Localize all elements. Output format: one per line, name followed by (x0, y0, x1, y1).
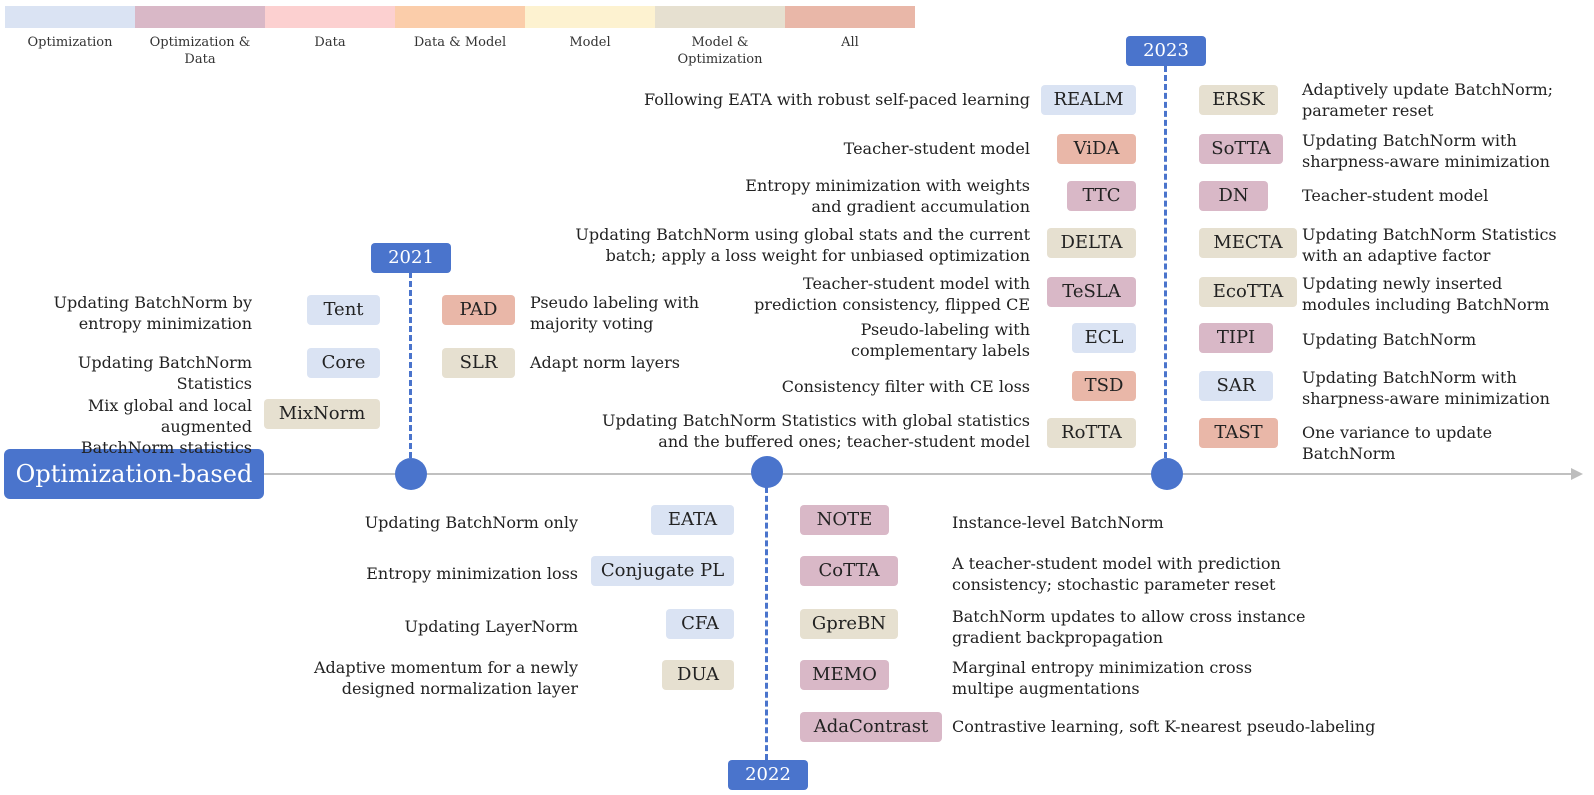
method-desc-ersk: Adaptively update BatchNorm; parameter r… (1302, 80, 1554, 120)
timeline-axis (250, 473, 1575, 475)
method-desc-cfa: Updating LayerNorm (404, 617, 578, 636)
legend-swatch-all (785, 6, 915, 28)
method-desc-tast: One variance to update BatchNorm (1302, 423, 1493, 463)
method-tag-slr: SLR (442, 348, 515, 378)
legend-swatch-optimization (5, 6, 135, 28)
method-tag-dn: DN (1199, 181, 1268, 211)
method-desc-ttc: Entropy minimization with weights and gr… (745, 176, 1030, 216)
method-tag-gprebn: GpreBN (800, 609, 898, 639)
method-tag-dua: DUA (662, 660, 734, 690)
method-desc-dn: Teacher-student model (1302, 186, 1489, 205)
method-desc-tent: Updating BatchNorm by entropy minimizati… (53, 293, 253, 333)
method-tag-tsd: TSD (1072, 371, 1136, 401)
legend-label-data-model: Data & Model (413, 35, 507, 50)
method-desc-ecl: Pseudo-labeling with complementary label… (851, 320, 1030, 360)
method-desc-core: Updating BatchNorm Statistics (77, 353, 252, 393)
method-desc-mecta: Updating BatchNorm Statistics with an ad… (1302, 225, 1557, 265)
method-desc-tipi: Updating BatchNorm (1302, 330, 1477, 349)
method-tag-mecta: MECTA (1199, 228, 1297, 258)
method-tag-note: NOTE (800, 505, 889, 535)
year-2023-label: 2023 (1126, 36, 1206, 66)
legend-swatch-optimization-data (135, 6, 265, 28)
year-2022-connector (765, 487, 768, 760)
method-tag-ttc: TTC (1067, 181, 1136, 211)
method-tag-tesla: TeSLA (1047, 277, 1136, 307)
method-desc-slr: Adapt norm layers (530, 353, 680, 372)
year-2023-dot (1151, 458, 1183, 490)
method-tag-conjugate-pl: Conjugate PL (591, 556, 734, 586)
method-tag-pad: PAD (442, 295, 515, 325)
method-desc-sotta: Updating BatchNorm with sharpness-aware … (1302, 131, 1550, 171)
method-desc-sar: Updating BatchNorm with sharpness-aware … (1302, 368, 1550, 408)
timeline-arrow-icon (1571, 468, 1583, 480)
method-tag-eata: EATA (651, 505, 734, 535)
legend-swatch-data-model (395, 6, 525, 28)
legend-label-optimization: Optimization (27, 35, 113, 50)
method-tag-tent: Tent (307, 295, 380, 325)
method-tag-cfa: CFA (666, 609, 734, 639)
method-tag-memo: MEMO (800, 660, 889, 690)
year-2021-dot (395, 458, 427, 490)
legend-swatch-model (525, 6, 655, 28)
method-desc-eata: Updating BatchNorm only (364, 513, 578, 532)
year-2022-label: 2022 (728, 760, 808, 790)
year-2021-connector (409, 272, 412, 458)
method-tag-rotta: RoTTA (1047, 418, 1136, 448)
method-desc-vida: Teacher-student model (843, 139, 1030, 158)
method-tag-ecotta: EcoTTA (1199, 277, 1297, 307)
method-desc-tsd: Consistency filter with CE loss (781, 377, 1030, 396)
method-tag-tipi: TIPI (1199, 323, 1273, 353)
year-2023-connector (1164, 66, 1167, 458)
method-tag-delta: DELTA (1047, 228, 1136, 258)
year-2021-label: 2021 (371, 243, 451, 273)
method-desc-conjugate-pl: Entropy minimization loss (366, 564, 578, 583)
method-desc-pad: Pseudo labeling with majority voting (530, 293, 700, 333)
method-desc-tesla: Teacher-student model with prediction co… (754, 274, 1030, 314)
method-desc-gprebn: BatchNorm updates to allow cross instanc… (952, 607, 1306, 647)
legend-label-optimization-data: Optimization & Data (149, 35, 251, 67)
legend-label-model-optimization: Model & Optimization (677, 35, 763, 67)
method-tag-mixnorm: MixNorm (264, 399, 380, 429)
method-tag-adacontrast: AdaContrast (800, 712, 942, 742)
year-2022-dot (751, 456, 783, 488)
legend-label-all: All (841, 35, 859, 50)
method-desc-ecotta: Updating newly inserted modules includin… (1302, 274, 1550, 314)
method-desc-memo: Marginal entropy minimization cross mult… (952, 658, 1253, 698)
method-tag-vida: ViDA (1057, 134, 1136, 164)
root-node: Optimization-based (4, 449, 264, 499)
legend-swatch-data (265, 6, 395, 28)
method-desc-adacontrast: Contrastive learning, soft K-nearest pse… (952, 717, 1376, 736)
method-tag-sotta: SoTTA (1199, 134, 1283, 164)
method-desc-delta: Updating BatchNorm using global stats an… (575, 225, 1030, 265)
method-tag-sar: SAR (1199, 371, 1273, 401)
method-tag-realm: REALM (1041, 85, 1136, 115)
method-tag-tast: TAST (1199, 418, 1278, 448)
method-tag-cotta: CoTTA (800, 556, 898, 586)
legend-label-data: Data (314, 35, 346, 50)
method-desc-cotta: A teacher-student model with prediction … (952, 554, 1281, 594)
legend-swatch-model-optimization (655, 6, 785, 28)
method-tag-ecl: ECL (1072, 323, 1136, 353)
method-desc-note: Instance-level BatchNorm (952, 513, 1164, 532)
method-desc-dua: Adaptive momentum for a newly designed n… (314, 658, 578, 698)
method-desc-rotta: Updating BatchNorm Statistics with globa… (602, 411, 1030, 451)
legend-label-model: Model (569, 35, 611, 50)
method-tag-core: Core (307, 348, 380, 378)
method-desc-realm: Following EATA with robust self-paced le… (644, 90, 1030, 109)
method-tag-ersk: ERSK (1199, 85, 1278, 115)
method-desc-mixnorm: Mix global and local augmented BatchNorm… (80, 396, 252, 457)
